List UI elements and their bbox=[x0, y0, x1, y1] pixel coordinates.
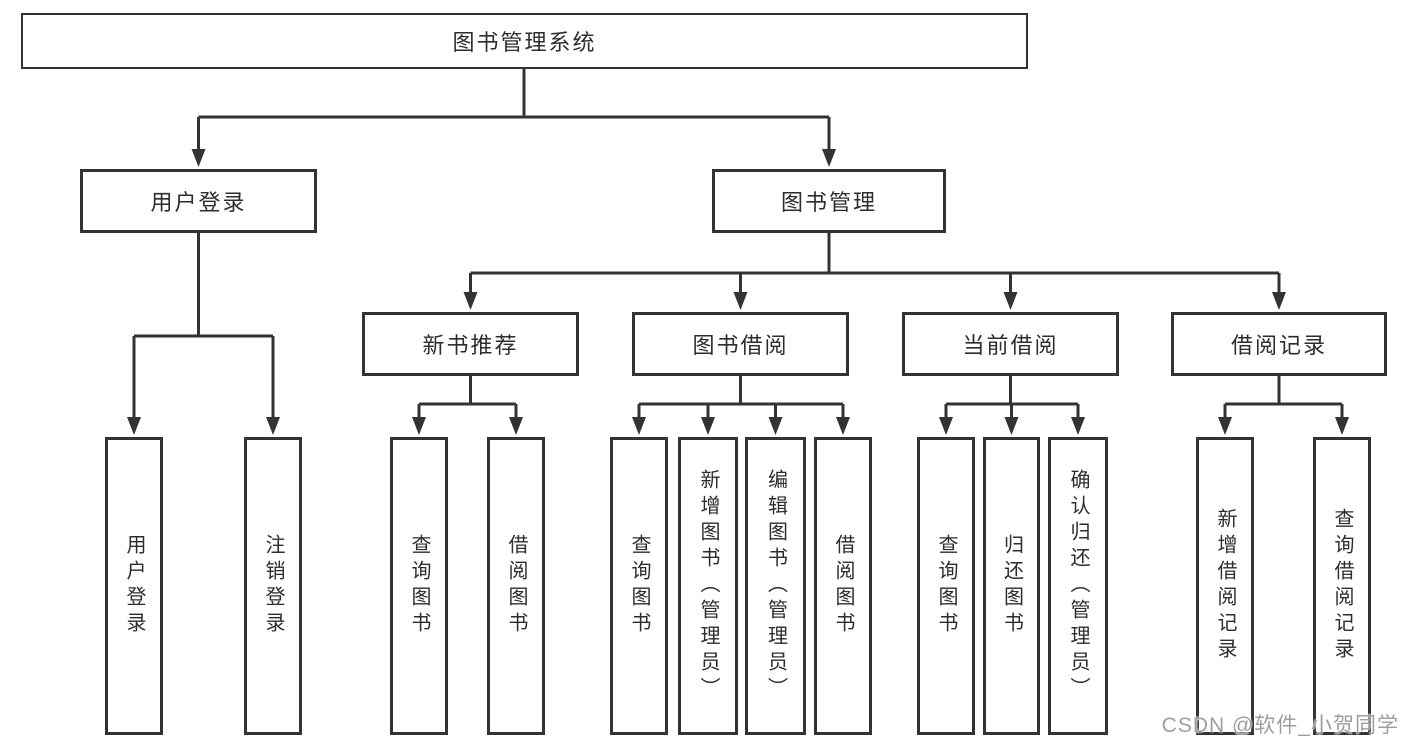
connector-new-book-branch bbox=[412, 376, 523, 435]
node-borrowing-records: 借阅记录 bbox=[1171, 312, 1387, 376]
leaf-borrow-books-1: 借阅图书 bbox=[487, 437, 545, 735]
connector-book-borrowing-branch bbox=[632, 376, 850, 435]
arrow-down-icon bbox=[701, 417, 715, 435]
arrow-down-icon bbox=[1335, 417, 1349, 435]
node-current-borrowing: 当前借阅 bbox=[902, 312, 1119, 376]
connector-borrowing-records-branch bbox=[1218, 376, 1349, 435]
leaf-borrow-books-2: 借阅图书 bbox=[814, 437, 872, 735]
arrow-down-icon bbox=[127, 417, 141, 435]
leaf-logout: 注销登录 bbox=[244, 437, 302, 735]
arrow-down-icon bbox=[939, 417, 953, 435]
connector-book-management-branch bbox=[463, 233, 1286, 310]
leaf-add-book-admin: 新增图书（管理员） bbox=[678, 437, 738, 735]
leaf-user-login: 用户登录 bbox=[105, 437, 163, 735]
node-book-management: 图书管理 bbox=[712, 169, 946, 233]
leaf-return-book: 归还图书 bbox=[983, 437, 1040, 735]
node-book-borrowing: 图书借阅 bbox=[632, 312, 849, 376]
csdn-watermark: CSDN @软件_小贺同学 bbox=[1161, 714, 1399, 737]
node-new-book-recommend: 新书推荐 bbox=[362, 312, 579, 376]
arrow-down-icon bbox=[509, 417, 523, 435]
arrow-down-icon bbox=[836, 417, 850, 435]
leaf-query-books-1: 查询图书 bbox=[390, 437, 448, 735]
arrow-down-icon bbox=[1004, 417, 1019, 435]
arrow-down-icon bbox=[632, 417, 646, 435]
connector-user-login-branch bbox=[127, 233, 280, 435]
connector-current-borrowing-branch bbox=[939, 376, 1085, 435]
arrow-down-icon bbox=[1003, 292, 1018, 310]
arrow-down-icon bbox=[822, 149, 836, 167]
arrow-down-icon bbox=[768, 417, 783, 435]
connector-root-branch bbox=[191, 69, 836, 167]
arrow-down-icon bbox=[412, 417, 426, 435]
node-root: 图书管理系统 bbox=[21, 13, 1028, 69]
leaf-query-books-3: 查询图书 bbox=[917, 437, 975, 735]
arrow-down-icon bbox=[733, 292, 748, 310]
leaf-edit-book-admin: 编辑图书（管理员） bbox=[745, 437, 806, 735]
arrow-down-icon bbox=[1071, 417, 1085, 435]
arrow-down-icon bbox=[1272, 292, 1286, 310]
leaf-add-borrow-record: 新增借阅记录 bbox=[1196, 437, 1254, 735]
node-user-login: 用户登录 bbox=[80, 169, 317, 233]
arrow-down-icon bbox=[266, 417, 280, 435]
leaf-confirm-return-admin: 确认归还（管理员） bbox=[1048, 437, 1108, 735]
leaf-query-borrow-record: 查询借阅记录 bbox=[1313, 437, 1371, 735]
leaf-query-books-2: 查询图书 bbox=[610, 437, 668, 735]
arrow-down-icon bbox=[1218, 417, 1232, 435]
arrow-down-icon bbox=[191, 149, 206, 167]
arrow-down-icon bbox=[463, 292, 478, 310]
